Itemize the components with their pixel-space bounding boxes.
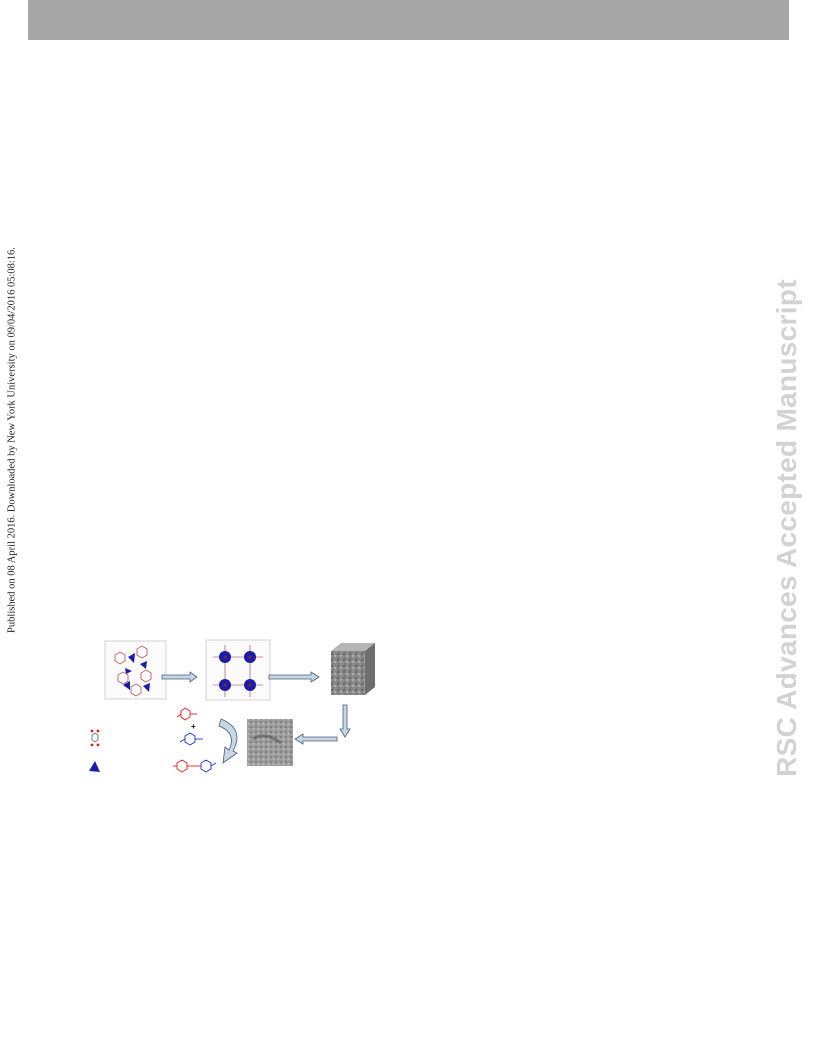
cubic-crystal-image — [331, 643, 375, 695]
journal-watermark: RSC Advances Accepted Manuscript — [771, 279, 802, 777]
blue-reactant-icon — [179, 732, 203, 746]
tem-particle-image — [247, 719, 293, 766]
arrow-right-icon — [268, 671, 320, 683]
graphical-abstract: + — [89, 639, 375, 773]
metal-node-icon — [89, 761, 100, 772]
mof-lattice-panel — [205, 639, 271, 701]
arrow-down-icon — [339, 704, 351, 738]
publication-info: Published on 08 April 2016. Downloaded b… — [6, 247, 18, 633]
reaction-plus: + — [191, 722, 196, 731]
dicarboxylate-linker-icon — [90, 729, 100, 747]
header-bar — [28, 0, 789, 40]
ligand-network-panel — [104, 640, 167, 700]
biaryl-product-icon — [173, 759, 217, 773]
curved-reaction-arrow — [218, 718, 238, 764]
arrow-right-icon — [161, 671, 198, 683]
red-reactant-icon — [176, 707, 197, 721]
arrow-left-icon — [294, 733, 338, 745]
